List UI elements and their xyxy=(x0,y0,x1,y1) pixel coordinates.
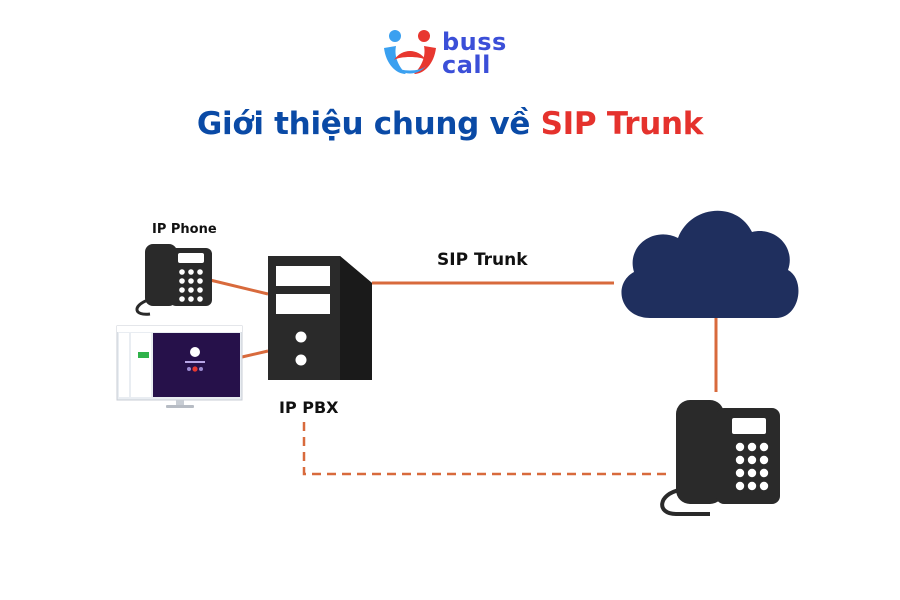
link-computer-pbx xyxy=(241,349,269,359)
page-title: Giới thiệu chung về SIP Trunk xyxy=(0,104,900,144)
cloud-icon xyxy=(621,210,799,318)
ip-pbx-label: IP PBX xyxy=(279,398,339,417)
ip-pbx-server-icon xyxy=(268,256,372,380)
title-part-highlight: SIP Trunk xyxy=(540,106,704,142)
link-pbx-phone-dashed xyxy=(302,422,668,476)
sip-trunk-label: SIP Trunk xyxy=(437,250,528,270)
computer-monitor-icon xyxy=(116,325,243,408)
brand-word-call: call xyxy=(442,51,491,79)
brand-word-buss: buss xyxy=(442,28,507,56)
title-part-main: Giới thiệu chung về xyxy=(196,106,541,142)
brand-logo: buss call xyxy=(380,26,540,82)
desk-phone-icon xyxy=(660,400,780,516)
link-phone-pbx xyxy=(209,278,269,296)
ip-phone-icon xyxy=(135,244,212,316)
ip-phone-label: IP Phone xyxy=(152,222,217,237)
buss-call-logo-icon xyxy=(384,30,436,74)
